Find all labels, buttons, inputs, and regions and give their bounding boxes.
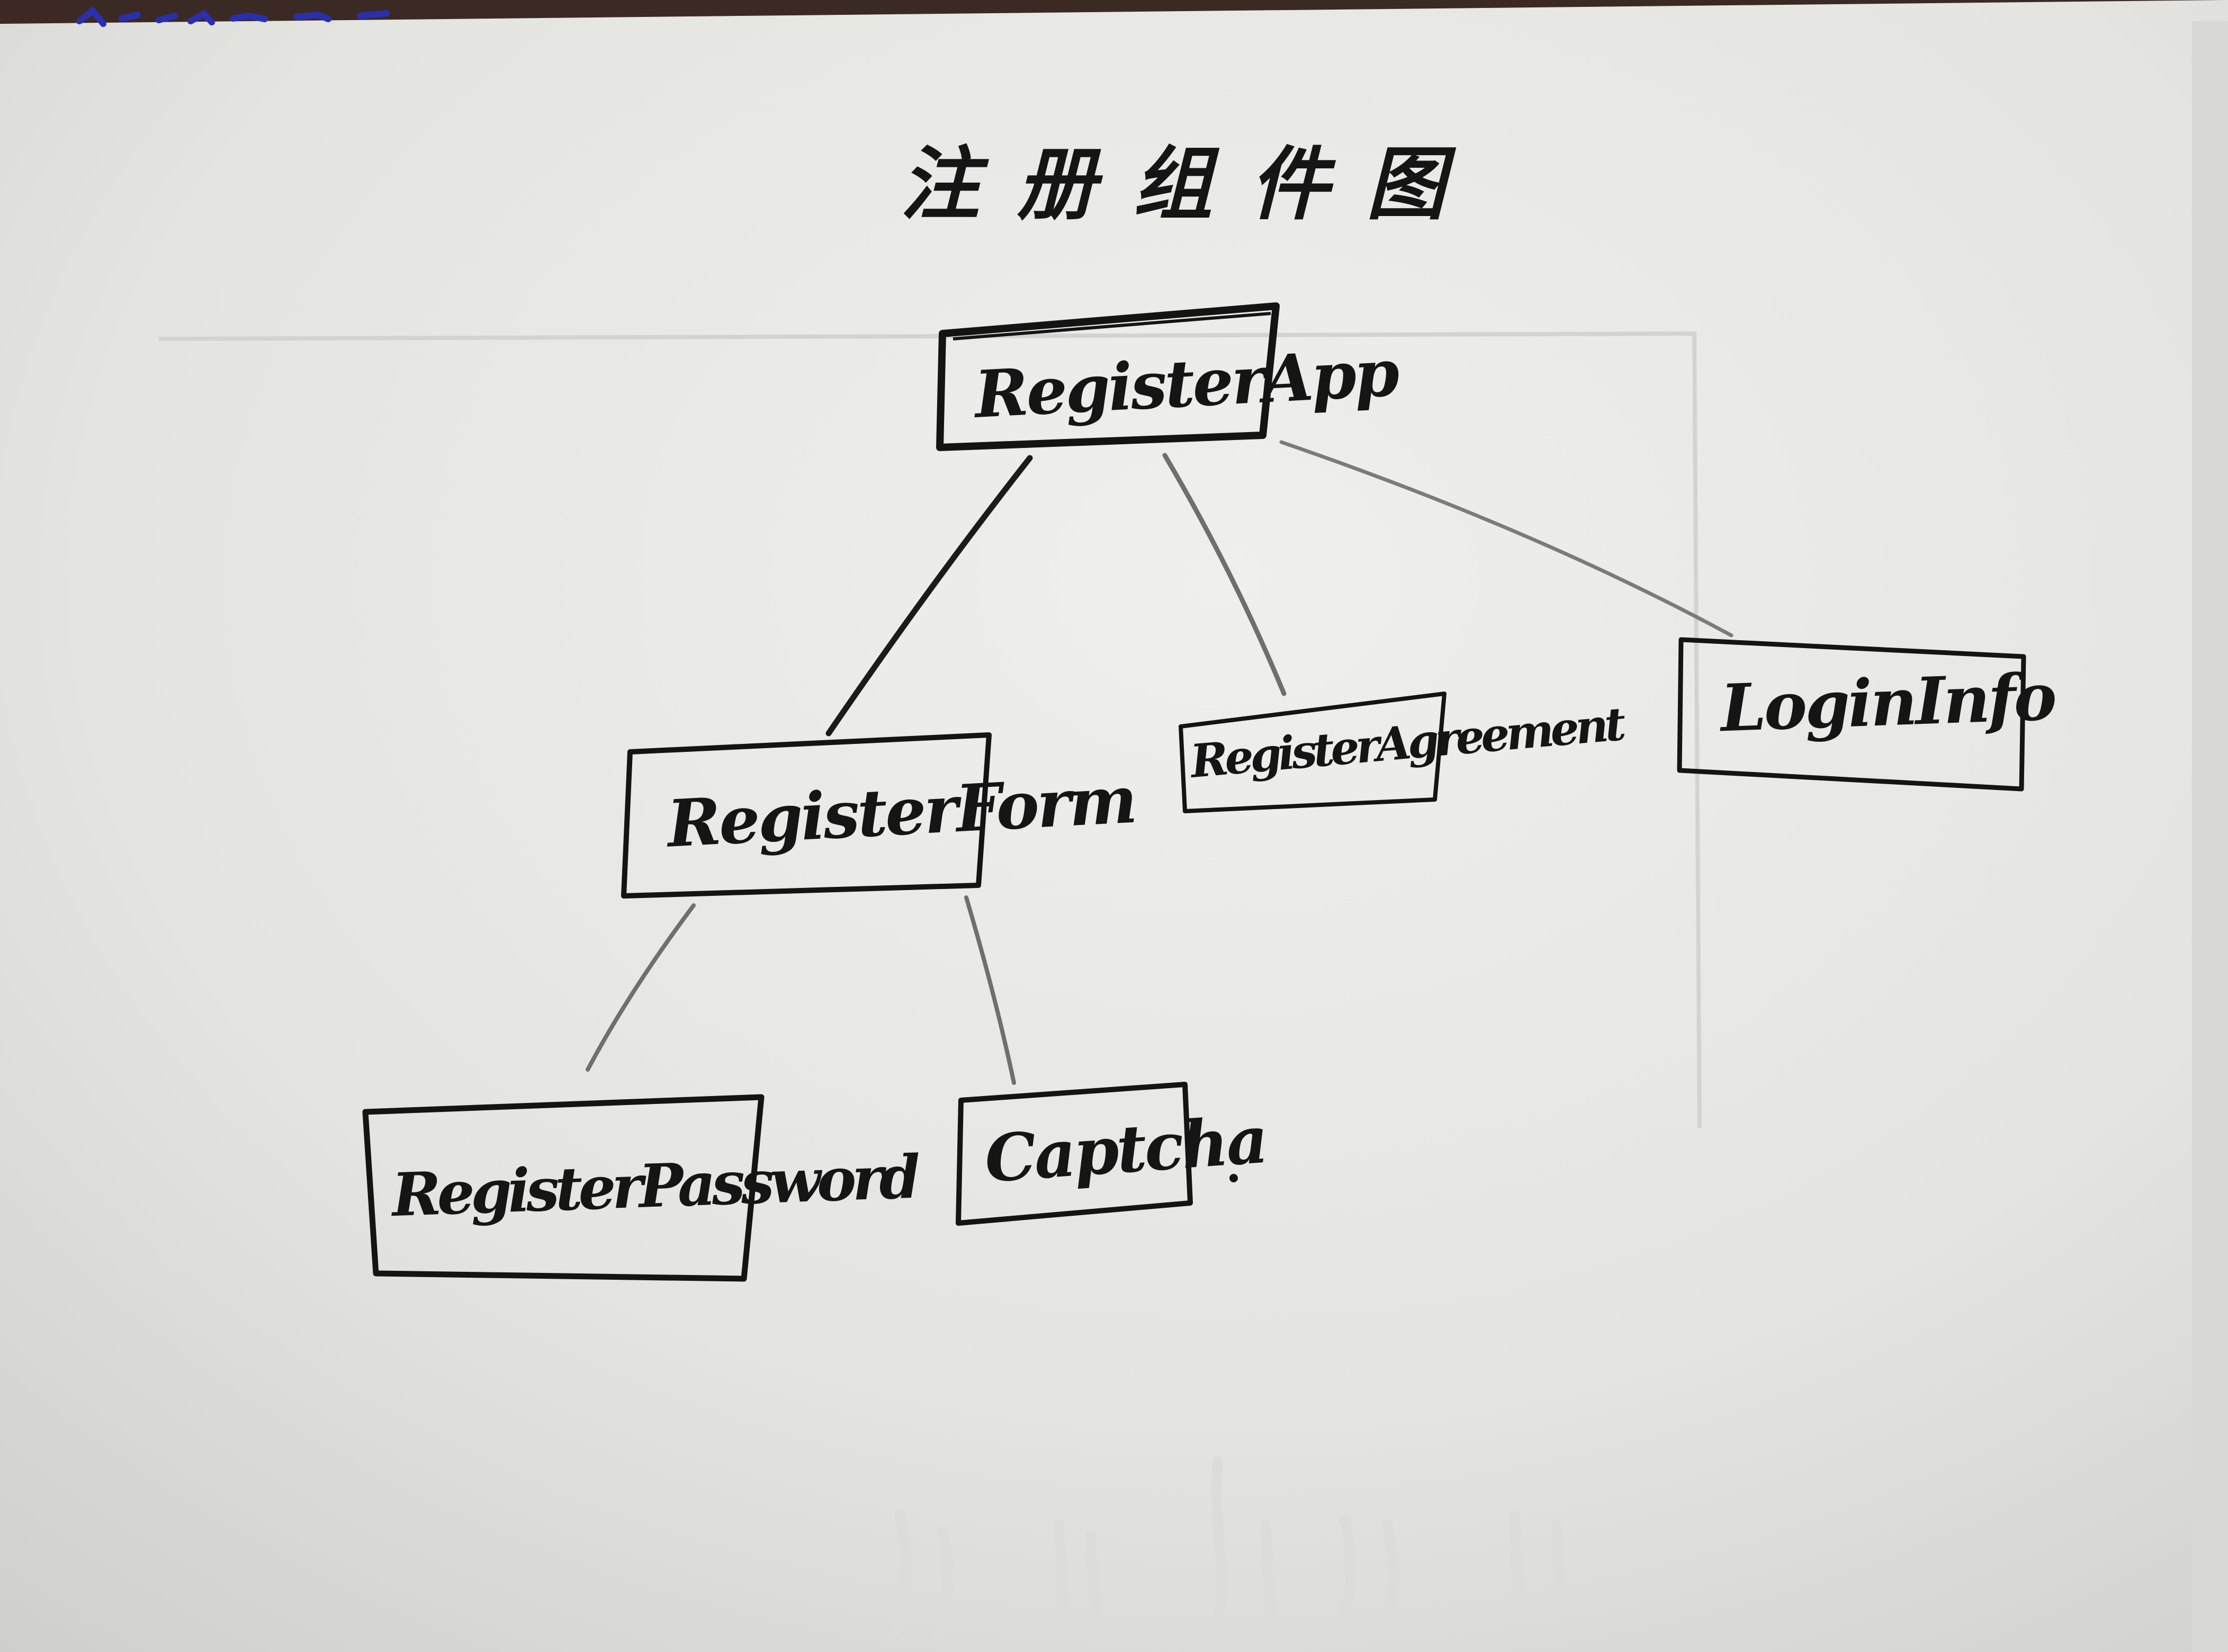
show-through-outline <box>158 331 1702 1128</box>
reverse-side-writing <box>890 1456 1567 1641</box>
node-login-info: LoginInfo <box>1677 637 2056 792</box>
connector-app-to-agreement <box>1162 453 1287 696</box>
diagram-title: 注册组件图 <box>900 138 1483 231</box>
label-login-info: LoginInfo <box>1718 658 2056 746</box>
connector-form-to-password <box>586 903 696 1072</box>
connector-form-to-captcha <box>964 895 1016 1085</box>
connector-app-to-form <box>825 455 1033 737</box>
ink-dot <box>1229 1174 1238 1182</box>
page-edge <box>2192 21 2228 1652</box>
blue-ink-marks <box>76 6 390 27</box>
connector-app-to-login <box>1279 440 1733 638</box>
